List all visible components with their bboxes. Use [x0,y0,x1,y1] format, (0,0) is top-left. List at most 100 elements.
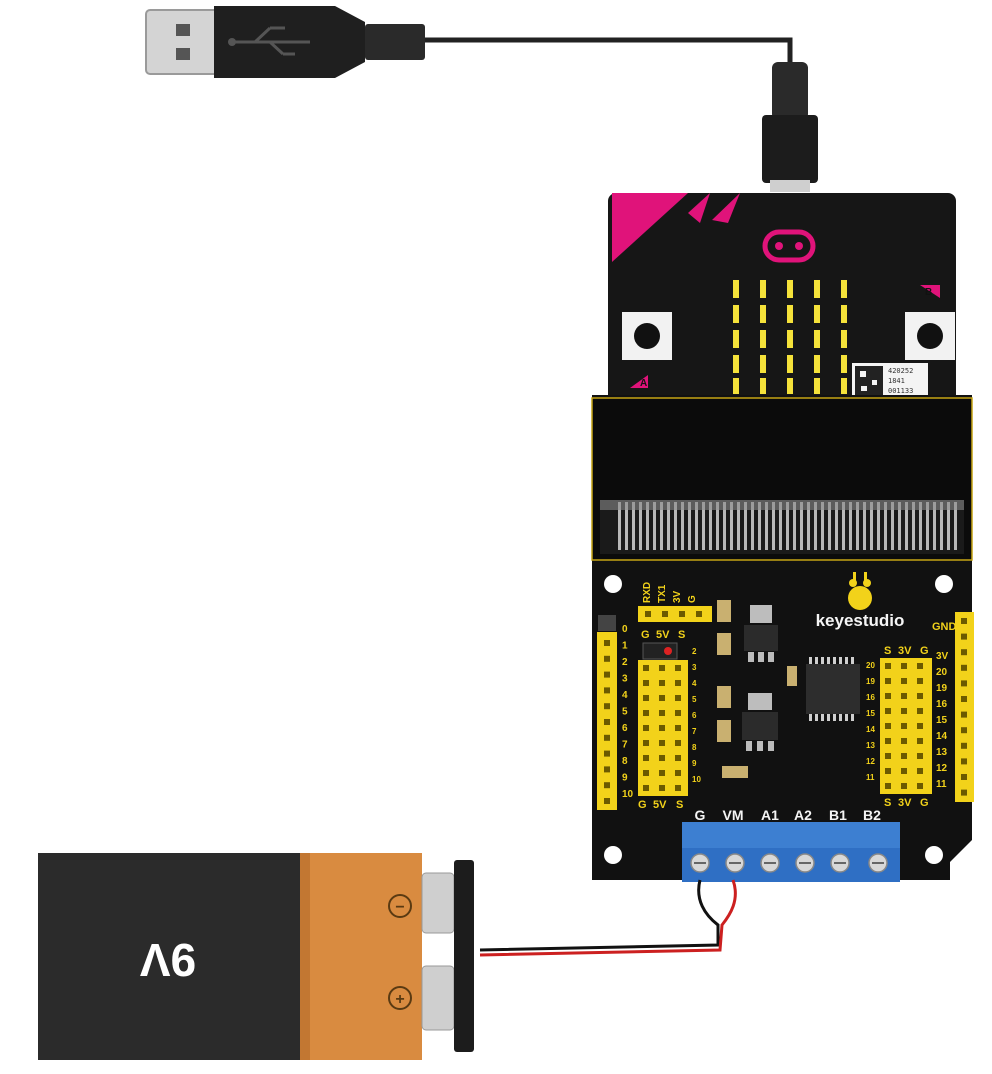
chip-pin [815,657,818,664]
header-pin [604,671,610,678]
header-pin [675,695,681,701]
header-pin [659,680,665,686]
battery-terminal-negative [421,872,455,934]
edge-pin [702,502,705,550]
edge-pin [933,502,936,550]
serial-header[interactable] [638,606,712,622]
edge-pin [646,502,649,550]
row-number: 15 [936,715,948,726]
header-pin [961,727,967,734]
microbit-button-a[interactable] [622,312,672,360]
qr-code-icon [855,366,883,396]
header-pin [659,710,665,716]
terminal-label-b1: B1 [829,807,847,823]
edge-pin [758,502,761,550]
header-pin [643,680,649,686]
edge-pin [751,502,754,550]
header-pin [675,755,681,761]
row-number: 13 [866,741,875,750]
header-pin [961,696,967,702]
voltage-regulator-2 [742,693,778,751]
row-number: 10 [622,789,634,800]
header-pin [675,665,681,671]
battery-minus-marker [388,894,412,918]
row-number: 4 [622,690,628,701]
header-pin [961,680,967,687]
edge-pin [744,502,747,550]
edge-pin [877,502,880,550]
header-pin [643,740,649,746]
battery-wires [479,879,737,957]
header-pin [901,693,907,699]
row-number: 6 [692,711,697,720]
row-number: 4 [692,679,697,688]
chip-pin [815,714,818,721]
row-number: 20 [936,667,948,678]
edge-pin [905,502,908,550]
chip-pin [845,714,848,721]
header-pin [675,740,681,746]
edge-pin [716,502,719,550]
header-pin [604,798,610,804]
label-tx1: TX1 [657,584,668,603]
edge-pin [688,502,691,550]
header-pin [643,770,649,776]
row-number: 5 [692,695,697,704]
chip-pin [821,657,824,664]
chip-pin [827,714,830,721]
row-number: 2 [622,657,628,668]
voltage-regulator-1 [744,605,778,662]
battery-voltage-label: 9V [140,934,197,986]
microbit-button-b[interactable] [905,312,955,360]
header-pin [901,708,907,714]
row-number: 12 [866,757,875,766]
header-pin [604,766,610,773]
edge-pin [835,502,838,550]
row-number: 3V [936,651,949,662]
header-pin [901,663,907,669]
motor-driver-shield: keyestudio RXD TX1 3V G G 5V S G 5V S 01… [591,395,974,882]
edge-pin [814,502,817,550]
right-col-label-s-top: S [884,645,891,657]
left-col-label-s-bottom: S [676,799,683,811]
row-number: 19 [936,683,948,694]
microbit-logo [762,229,816,263]
screw-terminal[interactable] [682,822,900,882]
microbit-board: A B 420252 1841 001133 [608,193,956,408]
battery-plus-marker [388,986,412,1010]
header-pin [675,770,681,776]
header-pin [885,783,891,789]
edge-pin [667,502,670,550]
header-pin [917,663,923,669]
header-pin [917,708,923,714]
left-col-label-5v-bottom: 5V [653,799,667,811]
chip-pin [821,714,824,721]
edge-pin [849,502,852,550]
minus-symbol: − [395,899,404,916]
terminal-label-b2: B2 [863,807,881,823]
edge-pin [695,502,698,550]
chip-pin [839,657,842,664]
row-number: 19 [866,677,875,686]
power-jumper[interactable] [642,642,678,660]
usb-wire [420,37,793,70]
row-number: 10 [692,775,701,784]
header-pin [901,678,907,684]
header-pin [659,695,665,701]
row-number: 13 [936,747,948,758]
terminal-label-vm: VM [723,807,744,823]
row-number: 7 [622,740,628,751]
header-pin [675,785,681,791]
right-single-header[interactable] [955,612,974,802]
red-wire [479,879,737,957]
header-pin [604,640,610,646]
brand-name: keyestudio [816,611,905,630]
header-pin [961,774,967,780]
button-a-marker-icon [630,375,648,388]
button-a-label: A [640,378,647,389]
row-number: 16 [936,699,948,710]
edge-pin [856,502,859,550]
edge-pin [954,502,957,550]
header-pin [659,755,665,761]
mounting-hole [604,575,622,593]
